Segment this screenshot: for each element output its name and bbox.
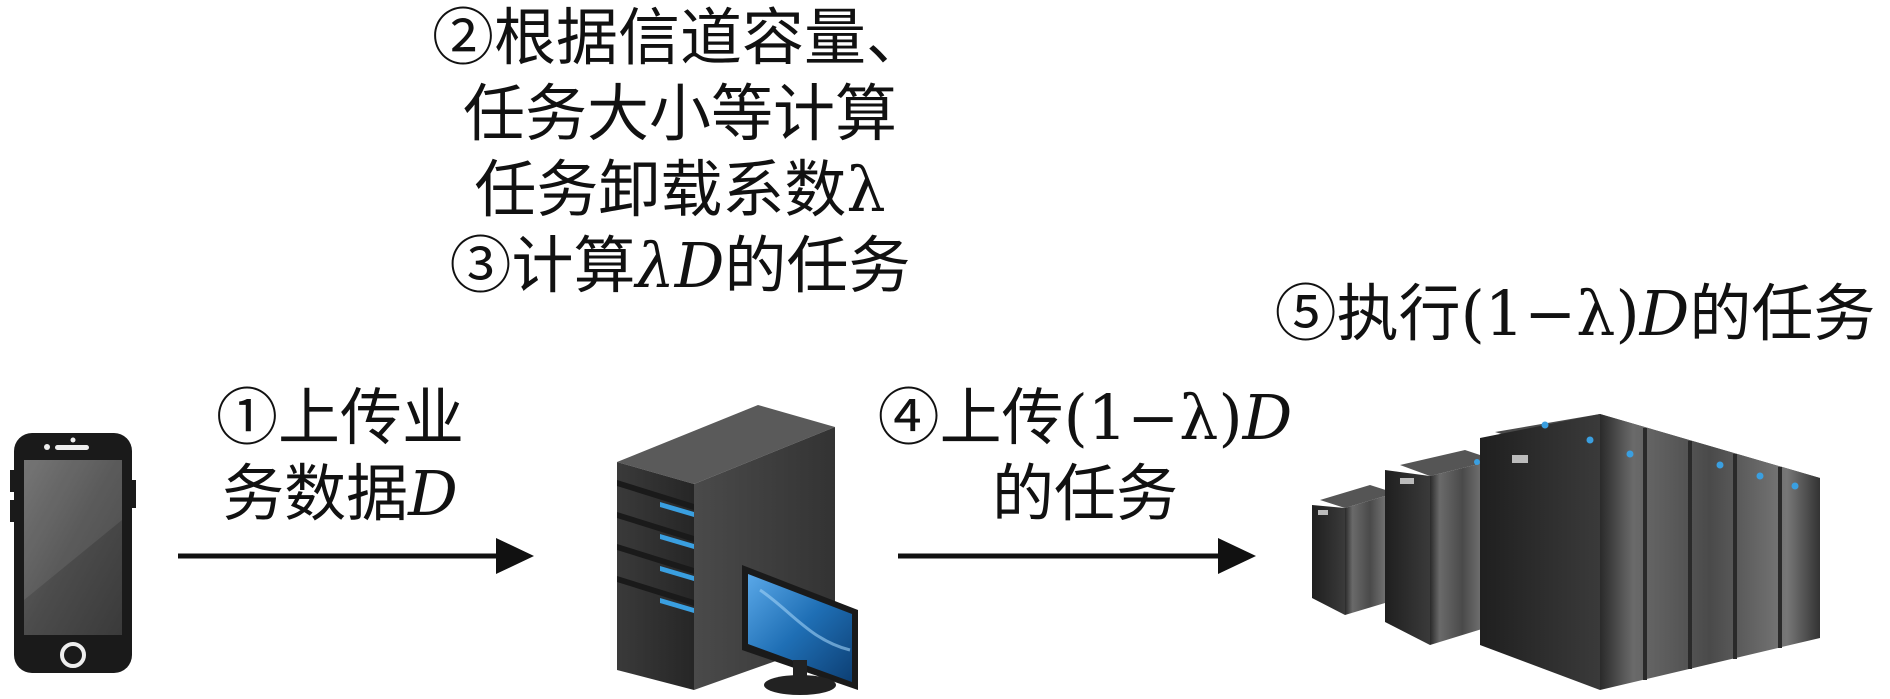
step3-prefix: ③计算 xyxy=(449,229,636,302)
step5-line: ⑤执行(1−λ)D的任务 xyxy=(1260,276,1890,352)
step1-line2: 务数据D xyxy=(180,456,500,532)
upload-arrow-1 xyxy=(178,538,534,574)
server-drive-bays xyxy=(617,480,694,613)
step3-suffix: 的任务 xyxy=(724,229,911,302)
label-step1: ①上传业 务数据D xyxy=(180,380,500,532)
step5-prefix: ⑤执行(1−λ) xyxy=(1274,277,1640,350)
step1-d: D xyxy=(408,457,458,530)
step5-d: D xyxy=(1639,277,1690,350)
step1-line1: ①上传业 xyxy=(215,381,464,454)
step2-line3: 任务卸载系数λ xyxy=(474,153,886,226)
step2-line2: 任务大小等计算 xyxy=(462,77,897,150)
monitor-icon xyxy=(742,565,858,695)
step4-line1-text: ④上传(1−λ) xyxy=(877,381,1243,454)
upload-arrow-2 xyxy=(898,538,1256,574)
step4-d: D xyxy=(1242,381,1293,454)
step5-suffix: 的任务 xyxy=(1689,277,1876,350)
label-step5: ⑤执行(1−λ)D的任务 xyxy=(1260,276,1890,352)
step3-lambda: λ xyxy=(635,229,675,302)
rack-small xyxy=(1312,485,1395,615)
step3-line: ③计算λD的任务 xyxy=(390,228,970,304)
smartphone-icon xyxy=(10,433,136,673)
label-step2-step3: ②根据信道容量、 任务大小等计算 任务卸载系数λ ③计算λD的任务 xyxy=(390,0,970,304)
step3-d: D xyxy=(674,229,725,302)
label-step4: ④上传(1−λ)D 的任务 xyxy=(870,380,1300,532)
datacenter-icon xyxy=(1312,414,1820,690)
rack-large xyxy=(1480,414,1820,690)
step1-line2-text: 务数据 xyxy=(222,457,409,530)
step2-line1: ②根据信道容量、 xyxy=(431,1,928,74)
rack-medium xyxy=(1385,450,1495,645)
step4-line2: 的任务 xyxy=(991,457,1178,530)
step4-line1: ④上传(1−λ)D xyxy=(870,380,1300,456)
